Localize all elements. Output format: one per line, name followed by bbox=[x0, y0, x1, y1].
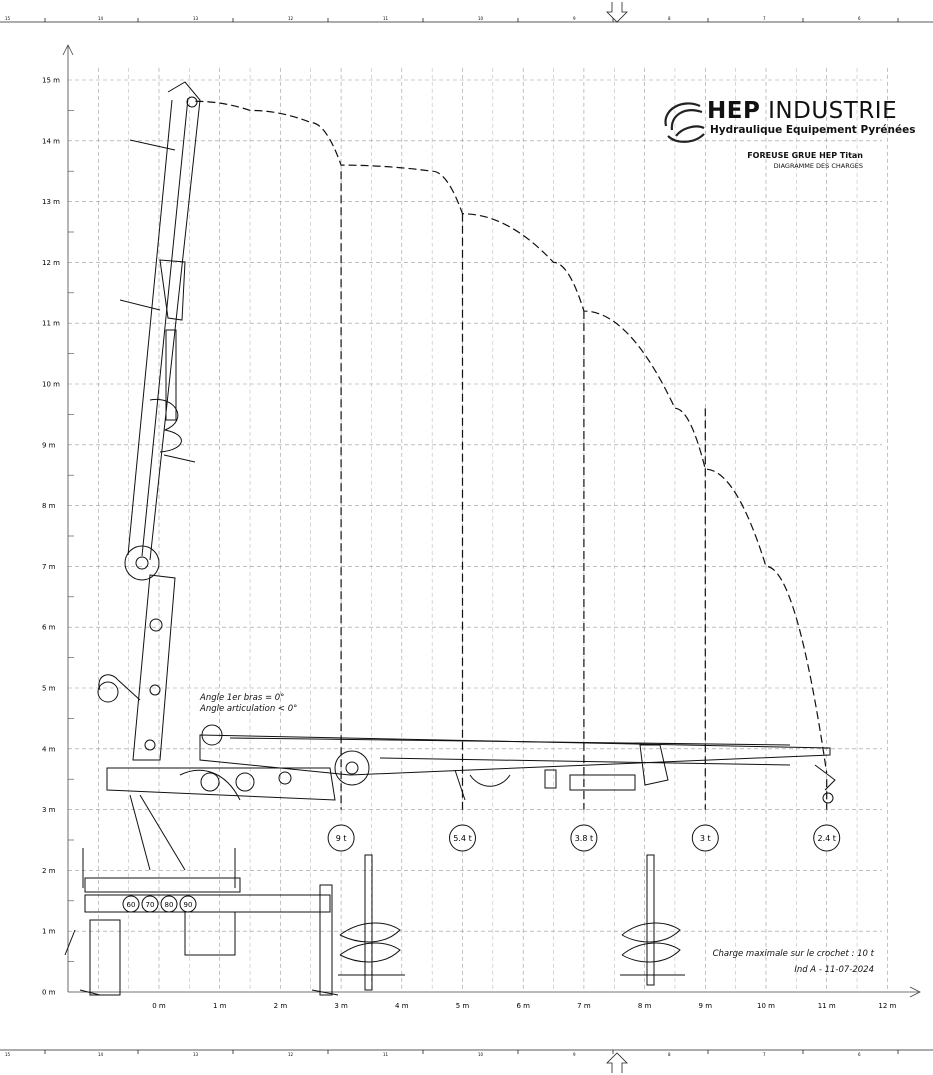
frame-number-top: 10 bbox=[478, 16, 484, 21]
auger-left bbox=[338, 854, 405, 991]
lower-arm bbox=[97, 574, 176, 761]
axes bbox=[62, 44, 921, 998]
y-tick-label: 3 m bbox=[42, 806, 56, 814]
angle-arm-note: Angle 1er bras = 0° bbox=[200, 693, 285, 703]
weight-label: 70 bbox=[146, 901, 155, 909]
counterweights: 60 70 80 90 bbox=[122, 895, 197, 913]
y-tick-label: 11 m bbox=[42, 320, 60, 328]
x-tick-label: 1 m bbox=[213, 1002, 227, 1010]
frame-number-top: 15 bbox=[5, 16, 11, 21]
x-tick-label: 3 m bbox=[334, 1002, 348, 1010]
load-value-label: 3.8 t bbox=[575, 834, 593, 843]
frame-number-bottom: 13 bbox=[193, 1052, 199, 1057]
load-value-label: 2.4 t bbox=[817, 834, 835, 843]
weight-label: 90 bbox=[184, 901, 193, 909]
title-block: FOREUSE GRUE HEP Titan DIAGRAMME DES CHA… bbox=[747, 151, 863, 170]
frame-number-top: 13 bbox=[193, 16, 199, 21]
frame-number-bottom: 9 bbox=[573, 1052, 576, 1057]
grid bbox=[68, 67, 888, 992]
y-tick-label: 0 m bbox=[42, 989, 56, 997]
load-points: 9 t 5.4 t 3.8 t 3 t 2.4 t bbox=[327, 824, 841, 852]
frame-number-bottom: 11 bbox=[383, 1052, 389, 1057]
load-value-label: 3 t bbox=[700, 834, 711, 843]
y-tick-label: 4 m bbox=[42, 745, 56, 753]
weight-label: 80 bbox=[165, 901, 174, 909]
frame-number-top: 9 bbox=[573, 16, 576, 21]
auger-right bbox=[620, 854, 685, 986]
load-value-label: 9 t bbox=[336, 834, 347, 843]
x-tick-label: 8 m bbox=[638, 1002, 652, 1010]
frame-number-bottom: 14 bbox=[98, 1052, 104, 1057]
brand-name: HEP INDUSTRIE bbox=[707, 98, 898, 124]
frame-number-bottom: 12 bbox=[288, 1052, 294, 1057]
document-title: FOREUSE GRUE HEP Titan bbox=[747, 151, 863, 160]
envelope-curve bbox=[195, 100, 828, 774]
angle-articulation-note: Angle articulation < 0° bbox=[200, 704, 298, 714]
vertical-boom bbox=[119, 81, 201, 581]
x-tick-label: 11 m bbox=[818, 1002, 836, 1010]
y-tick-label: 14 m bbox=[42, 137, 60, 145]
y-tick-label: 8 m bbox=[42, 502, 56, 510]
y-tick-label: 5 m bbox=[42, 685, 56, 693]
x-tick-label: 0 m bbox=[152, 1002, 166, 1010]
y-tick-label: 1 m bbox=[42, 928, 56, 936]
x-tick-label: 10 m bbox=[757, 1002, 775, 1010]
horizontal-boom bbox=[199, 724, 836, 804]
y-tick-label: 6 m bbox=[42, 624, 56, 632]
frame-number-bottom: 8 bbox=[668, 1052, 671, 1057]
brand-logo: HEP INDUSTRIE Hydraulique Equipement Pyr… bbox=[660, 96, 915, 146]
frame-number-bottom: 7 bbox=[763, 1052, 766, 1057]
axis-labels: 0 m 1 m 2 m 3 m 4 m 5 m 6 m 7 m 8 m 9 m 10 m 11 m 12… bbox=[42, 77, 897, 1011]
weight-disc bbox=[122, 895, 140, 913]
frame-number-top: 8 bbox=[668, 16, 671, 21]
y-tick-label: 12 m bbox=[42, 259, 60, 267]
document-subtitle: DIAGRAMME DES CHARGES bbox=[773, 162, 863, 170]
x-tick-label: 6 m bbox=[516, 1002, 530, 1010]
weight-disc bbox=[160, 895, 178, 913]
y-tick-label: 13 m bbox=[42, 198, 60, 206]
frame-number-bottom: 15 bbox=[5, 1052, 11, 1057]
crane-illustration bbox=[64, 81, 836, 996]
weight-label: 60 bbox=[127, 901, 136, 909]
y-tick-label: 9 m bbox=[42, 441, 56, 449]
max-load-note: Charge maximale sur le crochet : 10 t bbox=[712, 949, 874, 959]
frame-number-top: 7 bbox=[763, 16, 766, 21]
load-value-label: 5.4 t bbox=[453, 834, 471, 843]
revision-note: Ind A - 11-07-2024 bbox=[794, 965, 874, 975]
y-tick-label: 15 m bbox=[42, 77, 60, 85]
load-marker bbox=[570, 824, 598, 852]
weight-disc bbox=[179, 895, 197, 913]
frame-number-bottom: 10 bbox=[478, 1052, 484, 1057]
brand-tagline: Hydraulique Equipement Pyrénées bbox=[710, 124, 916, 136]
load-marker bbox=[327, 824, 355, 852]
load-marker bbox=[691, 824, 719, 852]
frame-number-top: 11 bbox=[383, 16, 389, 21]
y-tick-label: 2 m bbox=[42, 867, 56, 875]
y-tick-label: 10 m bbox=[42, 381, 60, 389]
frame-number-top: 6 bbox=[858, 16, 861, 21]
x-tick-label: 7 m bbox=[577, 1002, 591, 1010]
frame-number-top: 14 bbox=[98, 16, 104, 21]
load-marker bbox=[449, 824, 476, 852]
frame-number-bottom: 6 bbox=[858, 1052, 861, 1057]
y-tick-label: 7 m bbox=[42, 563, 56, 571]
load-marker bbox=[813, 824, 841, 852]
x-tick-label: 5 m bbox=[456, 1002, 470, 1010]
logo-icon bbox=[664, 102, 705, 143]
weight-disc bbox=[141, 895, 159, 913]
x-tick-label: 12 m bbox=[878, 1002, 896, 1010]
frame-number-top: 12 bbox=[288, 16, 294, 21]
chassis bbox=[64, 767, 339, 996]
x-tick-label: 4 m bbox=[395, 1002, 409, 1010]
x-tick-label: 9 m bbox=[699, 1002, 713, 1010]
x-tick-label: 2 m bbox=[274, 1002, 288, 1010]
load-envelope bbox=[195, 100, 828, 810]
